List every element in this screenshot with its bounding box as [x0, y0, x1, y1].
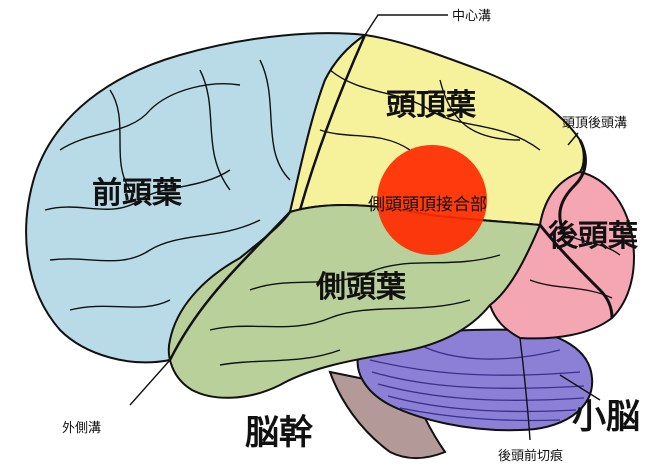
label-brainstem: 脳幹 — [245, 413, 314, 453]
cerebellum-region — [356, 328, 594, 432]
label-cerebellum: 小脳 — [572, 397, 640, 437]
occipital-border-line — [538, 224, 614, 319]
label-lateral-sulcus: 外側溝 — [62, 421, 101, 436]
label-central-sulcus: 中心溝 — [452, 9, 491, 24]
label-temporal-lobe: 側頭葉 — [315, 270, 407, 305]
leader-lines — [129, 14, 601, 441]
central-sulcus-line — [298, 34, 367, 211]
label-parietal-lobe: 頭頂葉 — [386, 88, 477, 123]
tpj-marker — [377, 145, 487, 255]
label-tpj: 側頭頭頂接合部 — [368, 195, 487, 215]
label-occipital-lobe: 後頭葉 — [548, 219, 639, 254]
gyri-lines — [44, 59, 621, 366]
lateral-sulcus-line — [168, 211, 291, 361]
label-preoccipital-notch: 後頭前切痕 — [498, 448, 563, 464]
label-frontal-lobe: 前頭葉 — [92, 176, 183, 211]
cerebellum-folia — [369, 344, 585, 422]
parieto-occipital-sulcus-line — [558, 139, 587, 236]
label-parieto-occipital-sulcus: 頭頂後頭溝 — [562, 116, 627, 131]
